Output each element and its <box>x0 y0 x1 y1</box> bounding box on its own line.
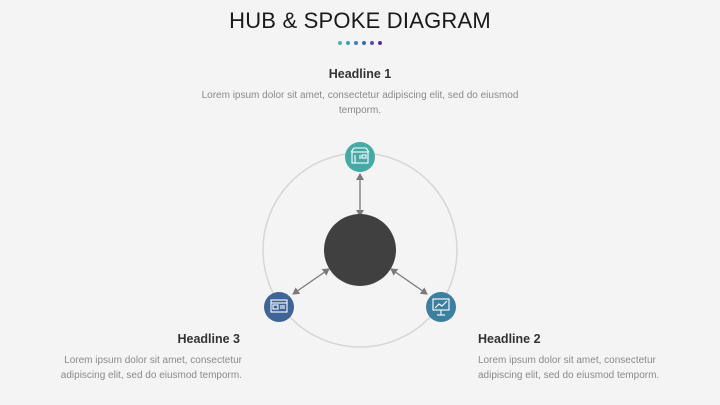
description-1: Lorem ipsum dolor sit amet, consectetur … <box>201 90 519 116</box>
accent-dot <box>346 41 350 45</box>
presentation-board-icon <box>432 298 450 316</box>
title-accent-dots <box>0 41 720 45</box>
headline-1: Headline 1 <box>328 67 392 81</box>
accent-dot <box>378 41 382 45</box>
headline-2: Headline 2 <box>478 332 541 346</box>
accent-dot <box>338 41 342 45</box>
spoke-arrow-3 <box>292 268 330 295</box>
store-icon <box>350 147 370 164</box>
description-3: Lorem ipsum dolor sit amet, consectetur … <box>60 355 242 381</box>
description-2: Lorem ipsum dolor sit amet, consectetur … <box>478 355 660 381</box>
spoke-node-2 <box>426 292 456 322</box>
headline-3: Headline 3 <box>177 332 240 346</box>
accent-dot <box>370 41 374 45</box>
hub-circle <box>324 214 396 286</box>
spoke-node-3 <box>264 292 294 322</box>
spoke-node-1 <box>345 142 375 172</box>
page-title: HUB & SPOKE DIAGRAM <box>229 8 491 33</box>
dashboard-screen-icon <box>270 299 288 313</box>
spoke-arrow-2 <box>390 268 428 295</box>
accent-dot <box>354 41 358 45</box>
accent-dot <box>362 41 366 45</box>
